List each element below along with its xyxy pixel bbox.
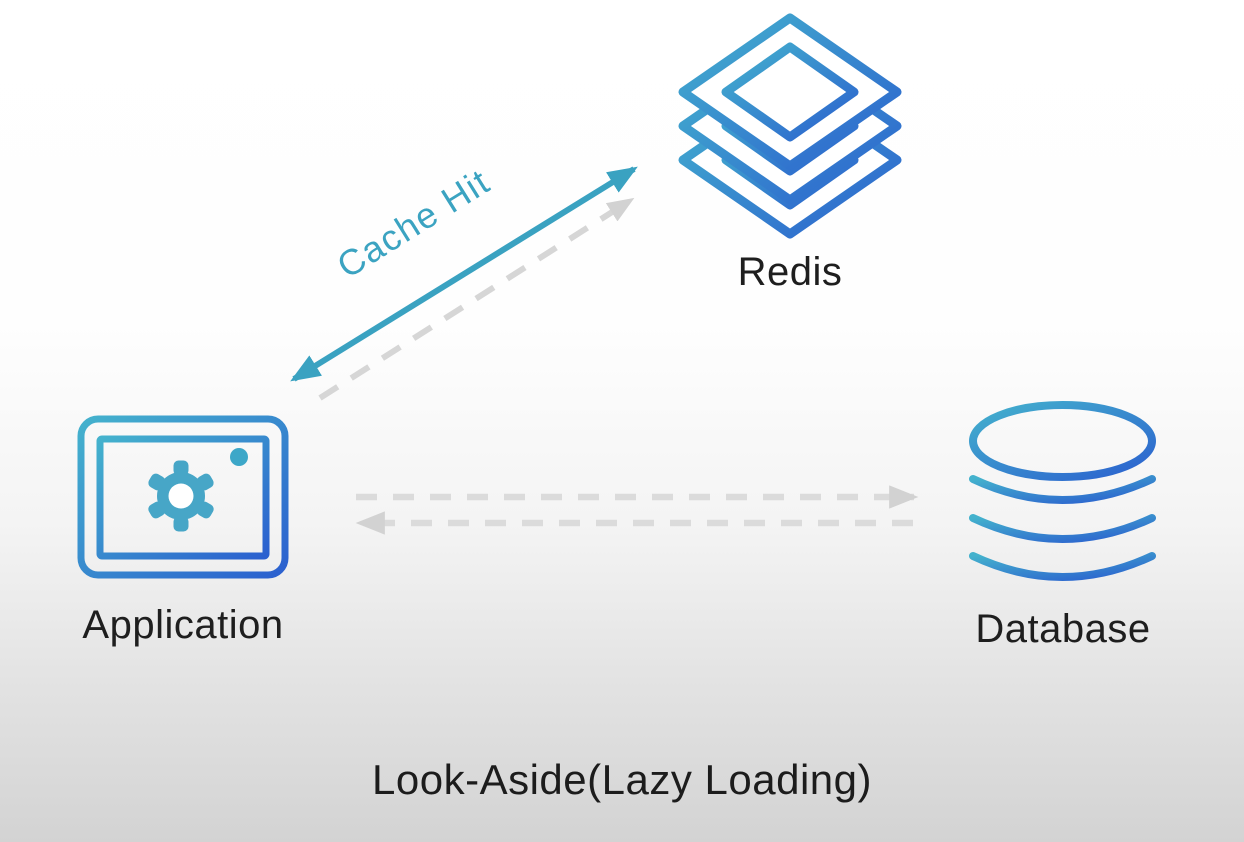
status-dot-icon [230, 448, 248, 466]
application-monitor-gear-icon [77, 415, 289, 579]
gear-icon [148, 460, 214, 532]
redis-label: Redis [737, 250, 843, 294]
diagram-title: Look-Aside(Lazy Loading) [372, 756, 872, 803]
redis-stack-icon [678, 13, 902, 239]
edge-cache-hit-arrow [290, 166, 638, 382]
database-cylinder-icon [969, 401, 1156, 581]
node-database: Database [946, 400, 1180, 651]
application-label: Application [82, 603, 284, 647]
node-redis: Redis [672, 10, 908, 294]
node-application: Application [53, 415, 313, 647]
database-label: Database [975, 607, 1151, 651]
